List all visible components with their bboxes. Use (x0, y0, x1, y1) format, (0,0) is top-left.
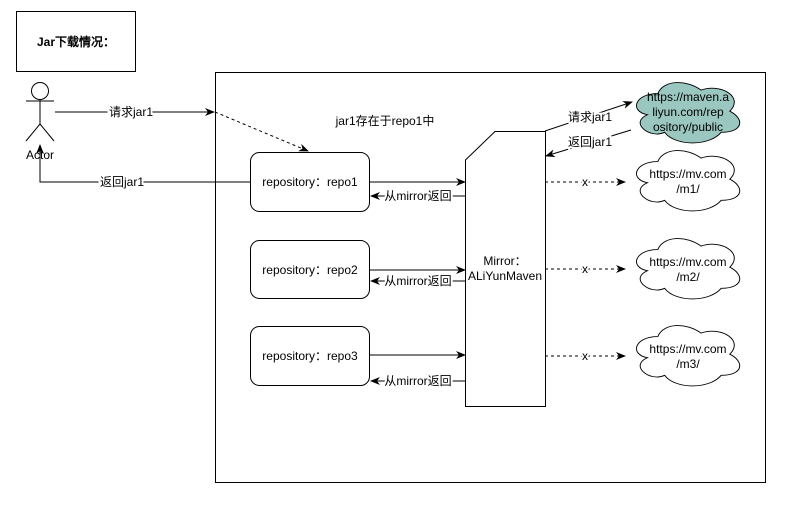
cloud-text-line: /m2/ (676, 270, 700, 284)
mirror-label-line1: Mirror： (483, 254, 526, 268)
edge-label-request: 请求jar1 (568, 110, 612, 124)
repo-node-2[interactable]: repository：repo2 (250, 240, 370, 299)
cloud-m3[interactable]: https://mv.com /m3/ (636, 325, 741, 387)
edge-label-from-mirror: 从mirror返回 (384, 189, 451, 203)
cloud-text-line: https://maven.a (647, 90, 729, 104)
cloud-text-line: https://mv.com (649, 167, 726, 181)
repo-node-1[interactable]: repository：repo1 (250, 152, 370, 212)
mirror-label-line2: ALiYunMaven (468, 269, 542, 283)
edge-label-blocked: x (582, 349, 588, 363)
edge-label-return: 返回jar1 (100, 175, 144, 189)
edge-label-request: 请求jar1 (109, 105, 153, 119)
edge-label-blocked: x (582, 262, 588, 276)
edge-actor-return (36, 144, 250, 183)
edge-label-from-mirror: 从mirror返回 (384, 274, 451, 288)
cloud-m2[interactable]: https://mv.com /m2/ (636, 238, 741, 300)
cloud-text-line: liyun.com/rep (652, 105, 724, 119)
edge-label-return: 返回jar1 (568, 135, 612, 149)
edge-label-from-mirror: 从mirror返回 (384, 374, 451, 388)
cloud-aliyun[interactable]: https://maven.a liyun.com/rep ository/pu… (636, 82, 741, 144)
actor[interactable] (25, 82, 55, 142)
diagram-title: Jar下载情况： (37, 34, 115, 49)
cloud-text-line: ository/public (653, 120, 723, 134)
system-boundary (215, 72, 766, 483)
cloud-m1[interactable]: https://mv.com /m1/ (636, 150, 741, 212)
repo-label: repository：repo3 (262, 349, 358, 363)
repo-label: repository：repo2 (262, 263, 358, 277)
edge-aliyun-to-mirror (545, 129, 632, 158)
edge-dashed-to-repo1 (214, 111, 309, 152)
note-jar-exists: jar1存在于repo1中 (335, 113, 435, 128)
cloud-text-line: https://mv.com (649, 255, 726, 269)
cloud-text-line: /m1/ (676, 182, 700, 196)
actor-head-icon (31, 82, 49, 100)
edge-label-blocked: x (582, 175, 588, 189)
repo-node-3[interactable]: repository：repo3 (250, 326, 370, 386)
repo-label: repository：repo1 (262, 175, 358, 189)
cloud-text-line: /m3/ (676, 357, 700, 371)
title-box[interactable]: Jar下载情况： (16, 11, 136, 72)
cloud-text-line: https://mv.com (649, 342, 726, 356)
edge-mirror-to-aliyun (544, 101, 633, 132)
mirror-node[interactable]: Mirror： ALiYunMaven (465, 131, 546, 407)
